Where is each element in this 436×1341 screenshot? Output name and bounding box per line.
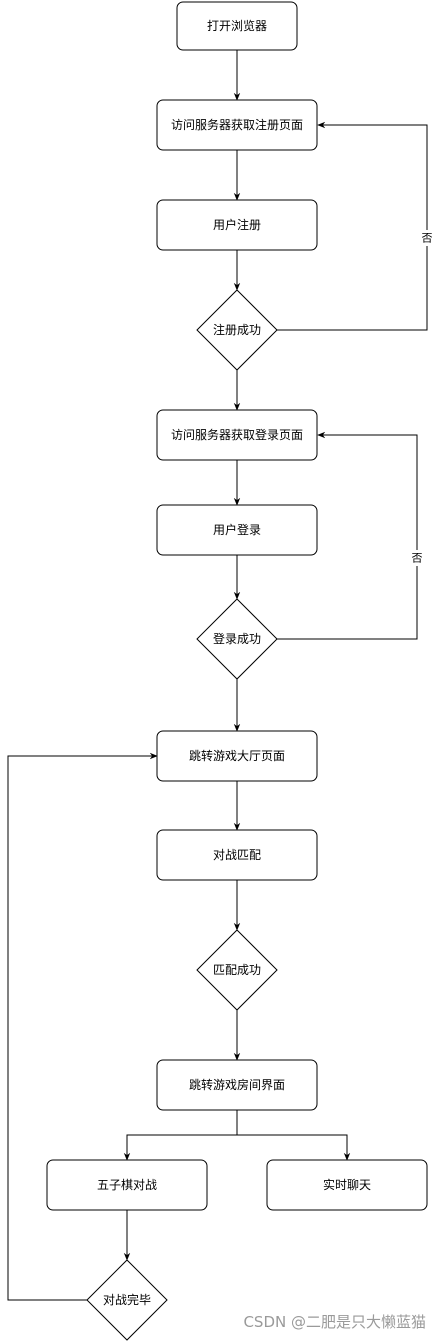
watermark: CSDN @二肥是只大懒蓝猫 — [243, 1313, 426, 1331]
decision-label: 对战完毕 — [103, 1292, 151, 1307]
edge-room-to-chat — [237, 1134, 351, 1161]
edge-label-login-no: 否 — [412, 552, 423, 565]
node-label: 用户登录 — [213, 522, 261, 537]
node-label: 用户注册 — [213, 217, 261, 232]
node-user-login: 用户登录 — [156, 504, 318, 556]
node-gomoku-battle: 五子棋对战 — [46, 1159, 208, 1211]
node-battle-match: 对战匹配 — [156, 829, 318, 881]
decision-battle-end: 对战完毕 — [86, 1259, 168, 1341]
decision-login-success: 登录成功 — [196, 598, 278, 680]
node-label: 访问服务器获取登录页面 — [171, 427, 303, 442]
decision-register-success: 注册成功 — [196, 289, 278, 371]
edge-room-to-gomoku — [123, 1110, 238, 1161]
edges — [7, 50, 428, 1301]
node-label: 对战匹配 — [213, 848, 261, 862]
edge-label-register-no: 否 — [422, 232, 433, 245]
edge-login-fail-loop — [277, 431, 418, 640]
node-get-register-page: 访问服务器获取注册页面 — [156, 99, 318, 151]
node-label: 跳转游戏房间界面 — [189, 1077, 285, 1092]
node-label: 实时聊天 — [323, 1177, 371, 1192]
node-label: 跳转游戏大厅页面 — [189, 748, 285, 763]
edge-register-fail-loop — [277, 121, 428, 331]
node-game-lobby: 跳转游戏大厅页面 — [156, 730, 318, 782]
node-label: 访问服务器获取注册页面 — [171, 117, 303, 132]
decision-label: 注册成功 — [213, 322, 261, 337]
edge-end-to-lobby-loop — [7, 752, 158, 1301]
node-user-register: 用户注册 — [156, 199, 318, 251]
node-label: 打开浏览器 — [207, 18, 267, 33]
node-live-chat: 实时聊天 — [266, 1159, 428, 1211]
decision-label: 匹配成功 — [213, 963, 261, 977]
node-label: 五子棋对战 — [97, 1178, 157, 1192]
node-game-room: 跳转游戏房间界面 — [156, 1059, 318, 1111]
decision-match-success: 匹配成功 — [196, 929, 278, 1011]
node-open-browser: 打开浏览器 — [176, 1, 298, 51]
decision-label: 登录成功 — [213, 631, 261, 646]
node-get-login-page: 访问服务器获取登录页面 — [156, 409, 318, 461]
